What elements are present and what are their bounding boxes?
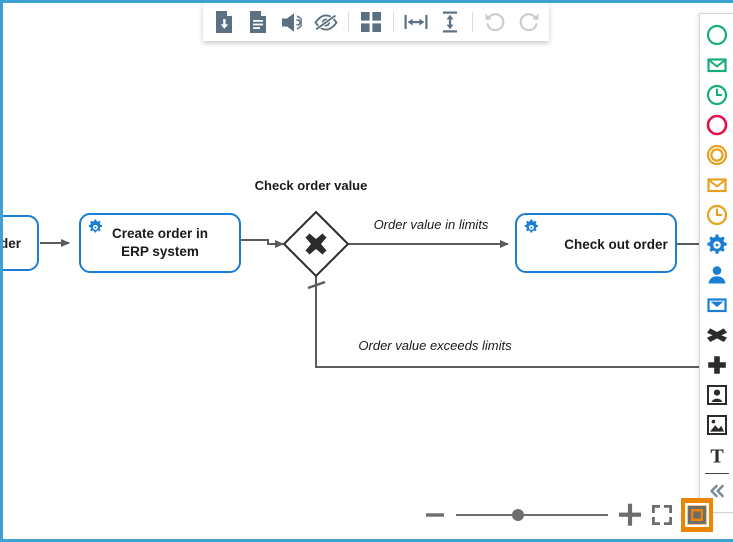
service-task-gear-icon xyxy=(524,219,538,233)
intermediate-message-icon[interactable] xyxy=(702,170,732,200)
image-icon[interactable] xyxy=(702,410,732,440)
zoom-controls xyxy=(423,497,713,533)
toolbar-separator xyxy=(392,12,394,32)
undo-icon[interactable] xyxy=(478,5,512,39)
align-vertical-icon[interactable] xyxy=(433,5,467,39)
download-icon[interactable] xyxy=(207,5,241,39)
collapse-palette-icon[interactable] xyxy=(702,476,732,506)
zoom-out-button[interactable] xyxy=(423,502,448,528)
diagram-canvas[interactable]: der Create order in ERP system Check o xyxy=(3,3,733,539)
gateway-check-order-value[interactable]: Check order value xyxy=(255,178,368,278)
element-palette: T xyxy=(699,13,733,513)
share-icon[interactable] xyxy=(275,5,309,39)
toolbar-separator xyxy=(471,12,473,32)
task-create-order-label-line2: ERP system xyxy=(121,244,199,259)
hide-icon[interactable] xyxy=(309,5,343,39)
end-event-none-icon[interactable] xyxy=(702,110,732,140)
task-partial-left-label: der xyxy=(3,236,22,251)
svg-text:T: T xyxy=(710,446,724,467)
reset-zoom-button[interactable] xyxy=(680,498,713,532)
exclusive-gateway-icon[interactable] xyxy=(702,320,732,350)
pool-icon[interactable] xyxy=(702,380,732,410)
zoom-slider-knob[interactable] xyxy=(511,509,524,521)
sequence-flow-connector[interactable] xyxy=(240,239,284,248)
flow-label-in-limits: Order value in limits xyxy=(374,217,489,232)
task-check-out-order-label: Check out order xyxy=(564,237,668,252)
task-partial-left[interactable]: der xyxy=(3,215,39,271)
service-task-icon[interactable] xyxy=(702,230,732,260)
task-check-out-order[interactable]: Check out order xyxy=(515,213,677,273)
gateway-label: Check order value xyxy=(255,178,368,193)
service-task-gear-icon xyxy=(88,219,102,233)
intermediate-timer-icon[interactable] xyxy=(702,200,732,230)
editor-toolbar xyxy=(203,3,549,41)
grid-icon[interactable] xyxy=(354,5,388,39)
start-event-none-icon[interactable] xyxy=(702,20,732,50)
align-horizontal-icon[interactable] xyxy=(399,5,433,39)
palette-divider xyxy=(704,473,729,474)
toolbar-separator xyxy=(347,12,349,32)
text-annotation-icon[interactable]: T xyxy=(702,440,732,470)
sequence-flow-exceeds-limits[interactable] xyxy=(307,275,733,368)
intermediate-event-icon[interactable] xyxy=(702,140,732,170)
task-create-order[interactable]: Create order in ERP system xyxy=(79,213,241,273)
message-task-icon[interactable] xyxy=(702,290,732,320)
zoom-slider[interactable] xyxy=(455,507,608,523)
document-icon[interactable] xyxy=(241,5,275,39)
start-event-message-icon[interactable] xyxy=(702,50,732,80)
user-task-icon[interactable] xyxy=(702,260,732,290)
task-create-order-label-line1: Create order in xyxy=(112,226,208,241)
zoom-slider-track xyxy=(455,514,608,516)
fullscreen-icon[interactable] xyxy=(648,500,677,530)
parallel-gateway-icon[interactable] xyxy=(702,350,732,380)
exclusive-gateway-x-icon xyxy=(305,233,327,255)
zoom-in-button[interactable] xyxy=(616,500,645,530)
flow-label-exceeds-limits: Order value exceeds limits xyxy=(358,338,512,353)
redo-icon[interactable] xyxy=(512,5,546,39)
start-event-timer-icon[interactable] xyxy=(702,80,732,110)
